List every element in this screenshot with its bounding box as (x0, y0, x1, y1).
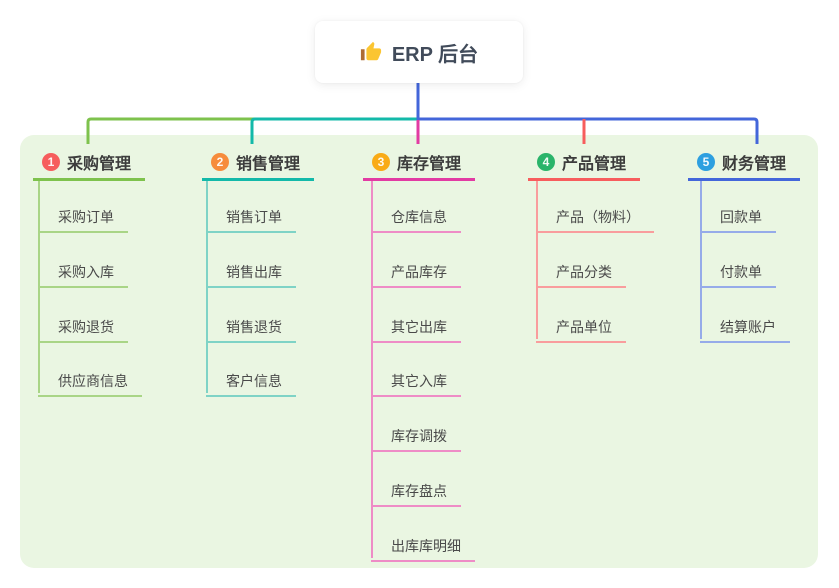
child-label: 产品分类 (556, 264, 612, 280)
child-label: 销售退货 (226, 319, 282, 335)
child-node[interactable]: 其它出库 (371, 308, 461, 343)
child-label: 销售订单 (226, 209, 282, 225)
child-node[interactable]: 客户信息 (206, 362, 296, 397)
child-label: 仓库信息 (391, 209, 447, 225)
branch-rail (371, 181, 373, 558)
branch-node-3[interactable]: 3 库存管理 (363, 146, 476, 181)
thumbs-up-icon (360, 41, 381, 61)
child-node[interactable]: 采购订单 (38, 198, 128, 233)
branch-node-5[interactable]: 5 财务管理 (688, 146, 801, 181)
child-label: 回款单 (720, 209, 762, 225)
child-label: 产品库存 (391, 264, 447, 280)
child-label: 结算账户 (720, 319, 776, 335)
branch-number-badge: 2 (211, 153, 229, 171)
mindmap-panel (20, 135, 818, 568)
branch-node-4[interactable]: 4 产品管理 (528, 146, 641, 181)
branch-label: 产品管理 (562, 156, 627, 173)
child-node[interactable]: 采购入库 (38, 253, 128, 288)
child-node[interactable]: 回款单 (700, 198, 776, 233)
child-label: 库存调拨 (391, 428, 447, 444)
child-label: 付款单 (720, 264, 762, 280)
child-node[interactable]: 出库库明细 (371, 527, 475, 562)
branch-label: 财务管理 (722, 156, 787, 173)
child-label: 其它出库 (391, 319, 447, 335)
child-node[interactable]: 库存盘点 (371, 472, 461, 507)
branch-node-2[interactable]: 2 销售管理 (202, 146, 315, 181)
child-label: 销售出库 (226, 264, 282, 280)
branch-label: 采购管理 (67, 156, 132, 173)
child-node[interactable]: 库存调拨 (371, 417, 461, 452)
child-node[interactable]: 产品库存 (371, 253, 461, 288)
child-label: 出库库明细 (391, 538, 461, 554)
branch-label: 销售管理 (236, 156, 301, 173)
child-node[interactable]: 产品单位 (536, 308, 626, 343)
branch-rail (536, 181, 538, 339)
child-label: 采购退货 (58, 319, 114, 335)
child-label: 产品（物料） (556, 209, 640, 225)
child-node[interactable]: 付款单 (700, 253, 776, 288)
branch-number-badge: 5 (697, 153, 715, 171)
branch-label: 库存管理 (397, 156, 462, 173)
child-label: 供应商信息 (58, 373, 128, 389)
child-node[interactable]: 产品分类 (536, 253, 626, 288)
child-node[interactable]: 采购退货 (38, 308, 128, 343)
child-node[interactable]: 销售退货 (206, 308, 296, 343)
branch-rail (700, 181, 702, 339)
branch-node-1[interactable]: 1 采购管理 (33, 146, 146, 181)
root-label: ERP 后台 (391, 43, 479, 66)
branch-number-badge: 1 (42, 153, 60, 171)
branch-number-badge: 4 (537, 153, 555, 171)
root-node[interactable]: ERP 后台 (315, 21, 523, 83)
child-node[interactable]: 销售订单 (206, 198, 296, 233)
child-label: 客户信息 (226, 373, 282, 389)
child-label: 其它入库 (391, 373, 447, 389)
child-label: 采购入库 (58, 264, 114, 280)
child-label: 采购订单 (58, 209, 114, 225)
child-label: 产品单位 (556, 319, 612, 335)
child-node[interactable]: 销售出库 (206, 253, 296, 288)
child-label: 库存盘点 (391, 483, 447, 499)
child-node[interactable]: 供应商信息 (38, 362, 142, 397)
branch-number-badge: 3 (372, 153, 390, 171)
child-node[interactable]: 其它入库 (371, 362, 461, 397)
child-node[interactable]: 产品（物料） (536, 198, 654, 233)
child-node[interactable]: 结算账户 (700, 308, 790, 343)
child-node[interactable]: 仓库信息 (371, 198, 461, 233)
